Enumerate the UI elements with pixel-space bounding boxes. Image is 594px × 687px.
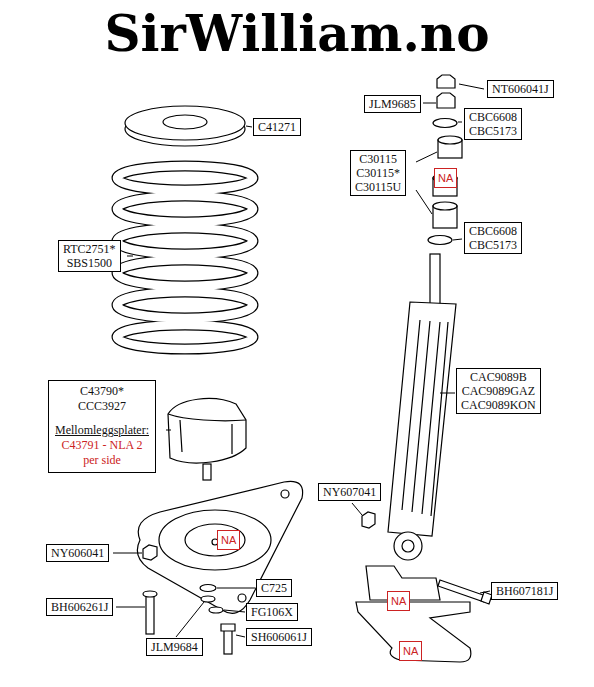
na-text: NA: [403, 644, 418, 658]
na-tag: NA: [387, 591, 410, 611]
part-callout: CAC9089B CAC9089GAZ CAC9089KON: [456, 368, 541, 414]
part-callout: C41271: [253, 118, 301, 136]
na-text: NA: [221, 533, 236, 547]
part-number: JLM9684: [151, 640, 198, 654]
part-number: CBC6608 CBC5173: [469, 110, 517, 138]
part-number: RTC2751* SBS1500: [63, 242, 116, 270]
part-callout: C725: [256, 579, 292, 597]
part-callout: JLM9685: [364, 95, 421, 113]
part-number: Mellomleggsplater:: [55, 423, 149, 438]
na-tag: NA: [434, 168, 457, 188]
part-number: SH606061J: [251, 630, 307, 644]
na-text: NA: [391, 594, 406, 608]
part-callout: JLM9684: [146, 638, 203, 656]
part-callout: NY607041: [318, 483, 381, 501]
na-tag: NA: [399, 641, 422, 661]
part-number: BH606261J: [51, 600, 108, 614]
part-number: C41271: [258, 120, 296, 134]
part-number: C725: [261, 581, 287, 595]
part-callout: NY606041: [46, 544, 109, 562]
part-callout: CBC6608 CBC5173: [464, 108, 522, 140]
part-number: BH607181J: [496, 584, 553, 598]
part-number: CBC6608 CBC5173: [469, 224, 517, 252]
na-text: NA: [438, 171, 453, 185]
part-callout: C30115 C30115* C30115U: [350, 150, 406, 196]
na-tag: NA: [217, 530, 240, 550]
part-callout: SH606061J: [246, 628, 312, 646]
part-number: CAC9089B CAC9089GAZ CAC9089KON: [461, 370, 536, 412]
part-number: NY607041: [323, 485, 376, 499]
part-number: C43791 - NLA 2 per side: [61, 438, 143, 468]
part-callout: C43790* CCC3927Mellomleggsplater:C43791 …: [48, 380, 156, 473]
part-number: C30115 C30115* C30115U: [355, 152, 401, 194]
part-callout: RTC2751* SBS1500: [58, 240, 121, 272]
part-number: JLM9685: [369, 97, 416, 111]
part-callout: BH607181J: [491, 582, 558, 600]
part-number: NT606041J: [492, 82, 549, 96]
site-title: SirWilliam.no: [0, 6, 594, 61]
part-callout: NT606041J: [487, 80, 554, 98]
part-callout: FG106X: [246, 603, 298, 621]
part-number: NY606041: [51, 546, 104, 560]
part-callout: BH606261J: [46, 598, 113, 616]
part-number: FG106X: [251, 605, 293, 619]
part-callout: CBC6608 CBC5173: [464, 222, 522, 254]
part-number: C43790* CCC3927: [78, 384, 126, 414]
